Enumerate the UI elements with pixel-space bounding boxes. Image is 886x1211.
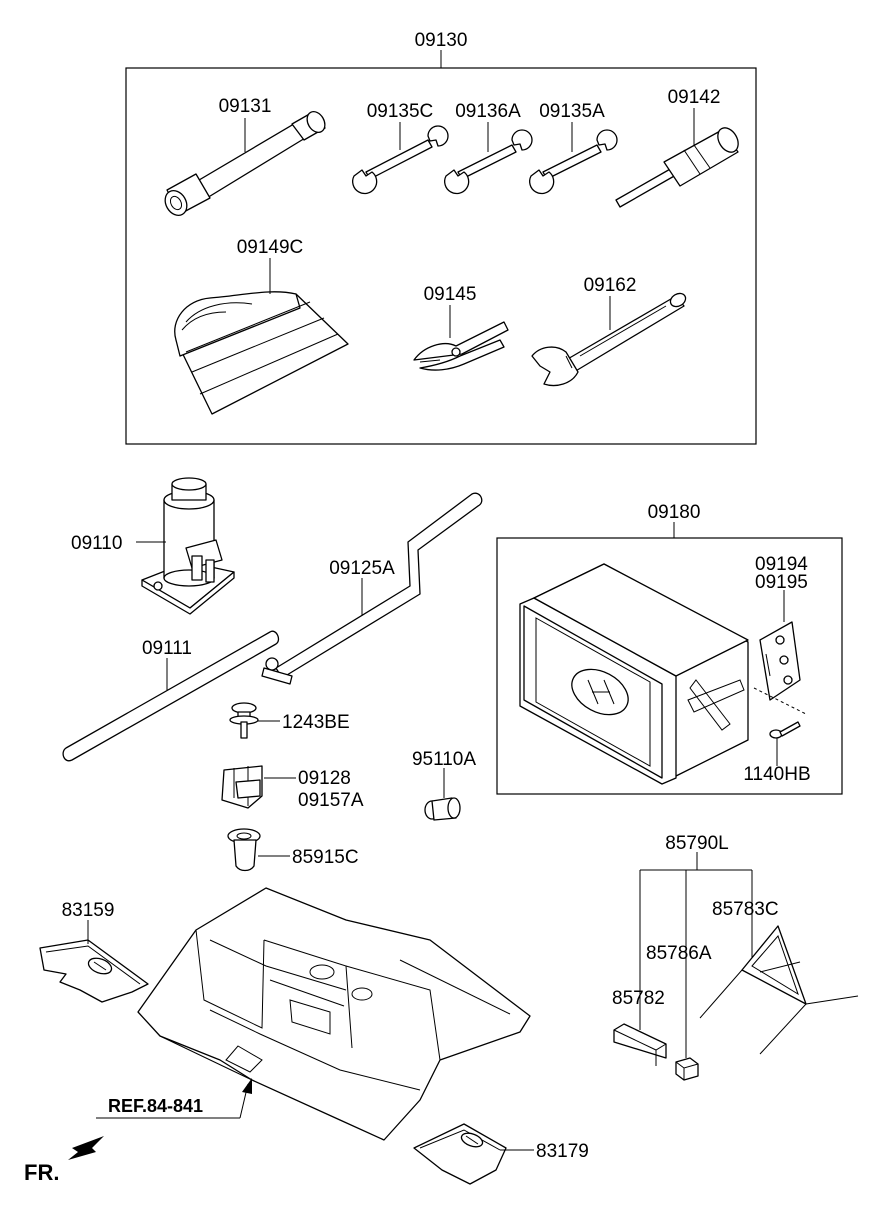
label-screwdriver: 09142 <box>668 87 721 108</box>
spanner-09135c-part[interactable] <box>352 125 449 195</box>
bolt-part[interactable] <box>229 702 259 739</box>
lamp-part[interactable] <box>613 1023 667 1066</box>
label-front-marker: FR. <box>24 1160 59 1185</box>
label-bracket-2: 09195 <box>755 572 808 593</box>
label-bolt: 1243BE <box>282 712 350 733</box>
spanner-09135a-part[interactable] <box>529 129 618 195</box>
label-pliers: 09145 <box>424 284 477 305</box>
front-arrow-icon <box>68 1136 104 1160</box>
label-grommet: 85915C <box>292 847 359 868</box>
label-bracket-1: 09194 <box>755 554 808 575</box>
plug-part[interactable] <box>424 797 461 821</box>
label-front-mat: 83159 <box>62 900 115 921</box>
label-tool-bag: 09149C <box>237 237 304 258</box>
label-floor-ref: REF.84-841 <box>108 1096 203 1116</box>
pouch-part[interactable] <box>675 1057 699 1081</box>
adjustable-wrench-part[interactable] <box>531 291 688 387</box>
screw-part[interactable] <box>753 687 807 739</box>
label-spanner-09135a: 09135A <box>539 101 605 122</box>
label-pouch: 85786A <box>646 943 712 964</box>
label-spanner-09135c: 09135C <box>367 101 434 122</box>
wheel-wrench-part[interactable] <box>161 108 329 219</box>
label-wheel-wrench: 09131 <box>219 96 272 117</box>
floor-panel-part[interactable] <box>137 887 531 1141</box>
front-mat-part[interactable] <box>39 939 149 1003</box>
pliers-part[interactable] <box>413 321 509 371</box>
label-triangle: 85783C <box>712 899 779 920</box>
spanner-09136a-part[interactable] <box>444 129 533 195</box>
label-lamp: 85782 <box>612 988 665 1009</box>
bracket-part[interactable] <box>759 621 801 701</box>
label-jack-rod: 09111 <box>142 638 192 659</box>
screwdriver-part[interactable] <box>615 124 742 208</box>
label-adjustable-wrench: 09162 <box>584 275 637 296</box>
grommet-part[interactable] <box>227 828 261 872</box>
label-screw: 1140HB <box>743 764 810 785</box>
label-first-aid-box: 09180 <box>648 502 701 523</box>
label-rear-mat: 83179 <box>536 1141 589 1162</box>
jack-rod-part[interactable] <box>62 630 280 762</box>
label-clip-2: 09157A <box>298 790 364 811</box>
jack-handle-part[interactable] <box>261 492 483 685</box>
label-spanner-09136a: 09136A <box>455 101 521 122</box>
label-warning-kit: 85790L <box>665 833 728 854</box>
label-plug: 95110A <box>412 749 476 770</box>
first-aid-box-part[interactable] <box>519 563 749 785</box>
jack-part[interactable] <box>141 477 235 615</box>
tool-bag-part[interactable] <box>174 291 349 415</box>
clip-part[interactable] <box>221 765 263 809</box>
label-clip-1: 09128 <box>298 768 351 789</box>
rear-mat-part[interactable] <box>413 1123 507 1185</box>
first-aid-box-frame <box>496 537 843 795</box>
warning-triangle-part[interactable] <box>699 925 859 1055</box>
label-jack: 09110 <box>71 533 122 554</box>
label-jack-handle: 09125A <box>329 558 395 579</box>
label-tool-kit: 09130 <box>415 30 468 51</box>
